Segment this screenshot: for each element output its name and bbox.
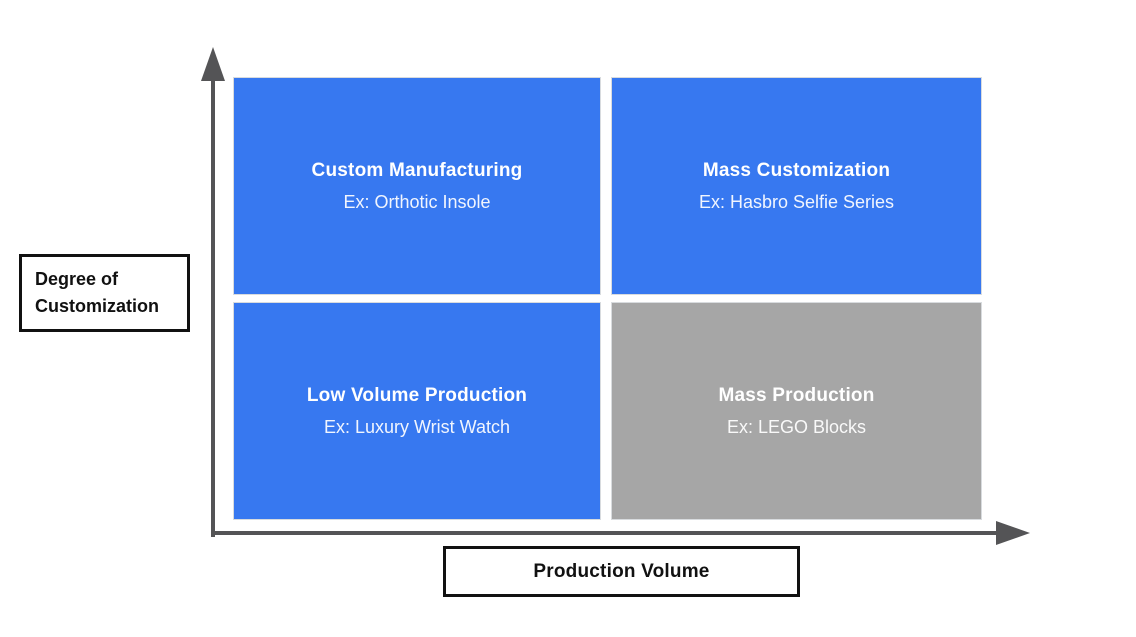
x-axis-line	[211, 531, 997, 535]
quadrant-title: Custom Manufacturing	[311, 159, 523, 181]
quadrant-title: Mass Customization	[702, 159, 891, 181]
quadrant-title: Low Volume Production	[306, 384, 528, 406]
quadrant-mass-customization: Mass Customization Ex: Hasbro Selfie Ser…	[612, 78, 981, 294]
quadrant-custom-manufacturing: Custom Manufacturing Ex: Orthotic Insole	[234, 78, 600, 294]
quadrant-example: Ex: LEGO Blocks	[726, 416, 867, 437]
y-axis-label: Degree of Customization	[19, 254, 190, 332]
x-axis-arrowhead-icon	[996, 521, 1030, 545]
quadrant-low-volume-production: Low Volume Production Ex: Luxury Wrist W…	[234, 303, 600, 519]
y-axis-arrowhead-icon	[201, 47, 225, 81]
quadrant-mass-production: Mass Production Ex: LEGO Blocks	[612, 303, 981, 519]
x-axis-label: Production Volume	[443, 546, 800, 597]
quadrant-example: Ex: Hasbro Selfie Series	[698, 191, 895, 212]
quadrant-example: Ex: Luxury Wrist Watch	[323, 416, 511, 437]
y-axis-line	[211, 80, 215, 537]
quadrant-title: Mass Production	[718, 384, 875, 406]
quadrant-example: Ex: Orthotic Insole	[343, 191, 491, 212]
